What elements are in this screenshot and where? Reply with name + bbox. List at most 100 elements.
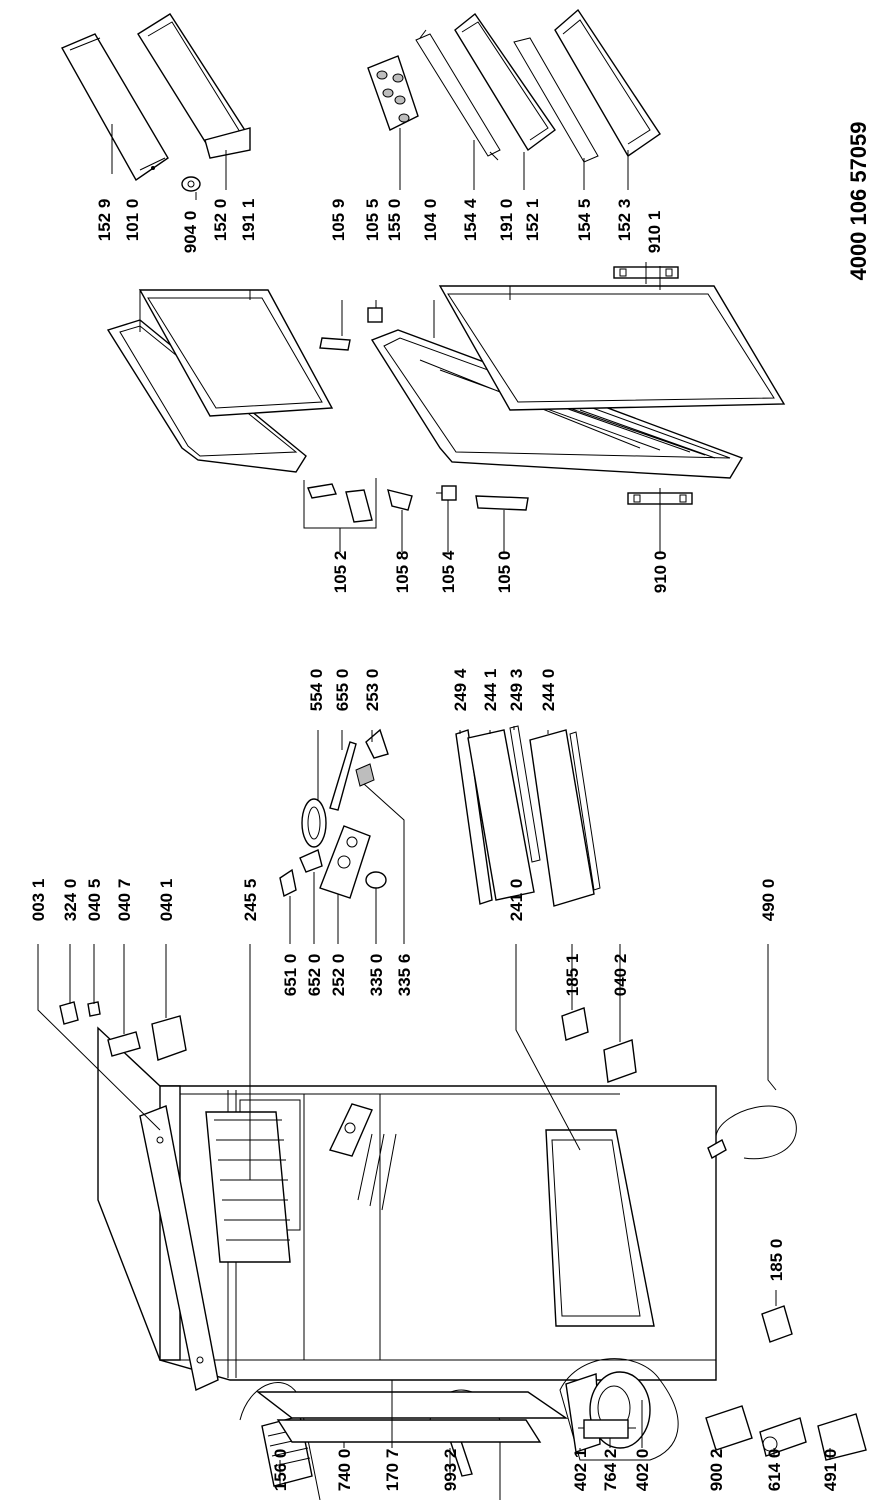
part-1052-group <box>303 478 377 529</box>
part-6520 <box>299 849 323 873</box>
label-9101: 910 1 <box>645 211 664 254</box>
part-relay-9002 <box>705 1405 753 1451</box>
part-capacitor-7642 <box>578 1419 636 1439</box>
label-1050: 105 0 <box>495 551 514 594</box>
part-crisper-2410 <box>545 1129 655 1327</box>
label-2441: 244 1 <box>481 669 500 712</box>
label-1523: 152 3 <box>615 199 634 242</box>
label-1010: 101 0 <box>123 199 142 242</box>
label-2494: 249 4 <box>451 668 470 711</box>
label-6510: 651 0 <box>281 954 300 997</box>
part-0405 <box>87 1001 101 1017</box>
part-6510 <box>279 868 297 898</box>
label-2530: 253 0 <box>363 669 382 712</box>
label-2493: 249 3 <box>507 669 526 712</box>
label-6520: 652 0 <box>305 954 324 997</box>
leader-lines <box>37 124 831 1486</box>
part-egg-tray-1550 <box>367 55 419 131</box>
part-thermostat-housing-2520 <box>319 825 371 899</box>
label-0031: 003 1 <box>29 879 48 922</box>
part-condenser-7400 <box>255 1391 569 1443</box>
part-glass-shelf-2441 <box>467 729 535 901</box>
part-handle-trim-1529 <box>61 33 169 182</box>
label-1544: 154 4 <box>461 198 480 241</box>
part-1055 <box>367 307 383 323</box>
part-fridge-gasket-1910 <box>438 285 786 411</box>
label-7400: 740 0 <box>335 1449 354 1492</box>
label-3240: 324 0 <box>61 879 80 922</box>
part-6550 <box>329 741 357 811</box>
part-2530 <box>365 728 389 759</box>
label-3356: 335 6 <box>395 954 414 997</box>
label-9932: 993 2 <box>441 1449 460 1492</box>
part-light-cover-5540 <box>301 798 327 848</box>
part-balcony-1521 <box>454 12 556 152</box>
part-1059 <box>319 337 351 351</box>
label-1059: 105 9 <box>329 199 348 242</box>
label-1521: 152 1 <box>523 199 542 242</box>
part-9040 <box>181 176 201 192</box>
label-1707: 170 7 <box>383 1449 402 1492</box>
label-1560: 156 0 <box>271 1449 290 1492</box>
part-evaporator-2455 <box>205 1111 291 1263</box>
label-9040: 904 0 <box>181 211 200 254</box>
part-rail-1545 <box>513 37 599 163</box>
part-0402 <box>603 1039 637 1083</box>
label-1545: 154 5 <box>575 199 594 242</box>
part-shelf-trim-2494 <box>455 729 493 905</box>
label-4021: 402 1 <box>571 1449 590 1492</box>
part-door-bin-1520 <box>137 13 251 159</box>
label-4020: 402 0 <box>633 1449 652 1492</box>
part-hinge-9100 <box>627 488 693 510</box>
label-1052: 105 2 <box>331 551 350 594</box>
part-0401 <box>151 1015 187 1061</box>
label-1850: 185 0 <box>767 1239 786 1282</box>
label-7642: 764 2 <box>601 1449 620 1492</box>
label-4910: 491 0 <box>821 1449 840 1492</box>
label-1529: 152 9 <box>95 199 114 242</box>
label-0407: 040 7 <box>115 879 134 922</box>
part-plug-cable-4900 <box>707 1105 797 1160</box>
label-5540: 554 0 <box>307 669 326 712</box>
part-3356 <box>355 763 375 787</box>
label-0401: 040 1 <box>157 879 176 922</box>
label-1851: 185 1 <box>563 954 582 997</box>
part-1850 <box>761 1305 793 1343</box>
part-1851 <box>561 1007 589 1041</box>
part-relay-6140 <box>759 1417 807 1457</box>
part-0407 <box>107 1031 141 1057</box>
label-1040: 104 0 <box>421 199 440 242</box>
label-1910: 191 0 <box>497 199 516 242</box>
label-1520: 152 0 <box>211 199 230 242</box>
part-1054 <box>436 485 457 501</box>
part-1050 <box>475 495 529 511</box>
label-9002: 900 2 <box>707 1449 726 1492</box>
label-1911: 191 1 <box>239 199 258 242</box>
label-6550: 655 0 <box>333 669 352 712</box>
part-hinge-9101 <box>613 262 679 284</box>
label-1550: 155 0 <box>385 199 404 242</box>
part-top-cover-0031 <box>139 1105 219 1392</box>
label-1054: 105 4 <box>439 550 458 593</box>
part-labels: 152 9 101 0 904 0 152 0 191 1 105 9 105 … <box>29 198 840 1491</box>
label-0402: 040 2 <box>611 954 630 997</box>
part-knob-3350 <box>365 871 387 889</box>
label-1058: 105 8 <box>393 551 412 594</box>
part-3240 <box>59 1001 79 1025</box>
document-number: 4000 106 57059 <box>846 121 871 280</box>
part-rail-1544 <box>415 29 501 161</box>
label-4900: 490 0 <box>759 879 778 922</box>
label-1055: 105 5 <box>363 199 382 242</box>
part-freezer-gasket-1911 <box>138 289 334 417</box>
part-glass-shelf-2440 <box>529 729 601 907</box>
label-2410: 241 0 <box>507 879 526 922</box>
label-6140: 614 0 <box>765 1449 784 1492</box>
label-2440: 244 0 <box>539 669 558 712</box>
label-9100: 910 0 <box>651 551 670 594</box>
part-thermostat-in-cabinet <box>329 1103 397 1211</box>
label-3350: 335 0 <box>367 954 386 997</box>
part-1058 <box>387 489 413 511</box>
label-2455: 245 5 <box>241 879 260 922</box>
label-0405: 040 5 <box>85 879 104 922</box>
